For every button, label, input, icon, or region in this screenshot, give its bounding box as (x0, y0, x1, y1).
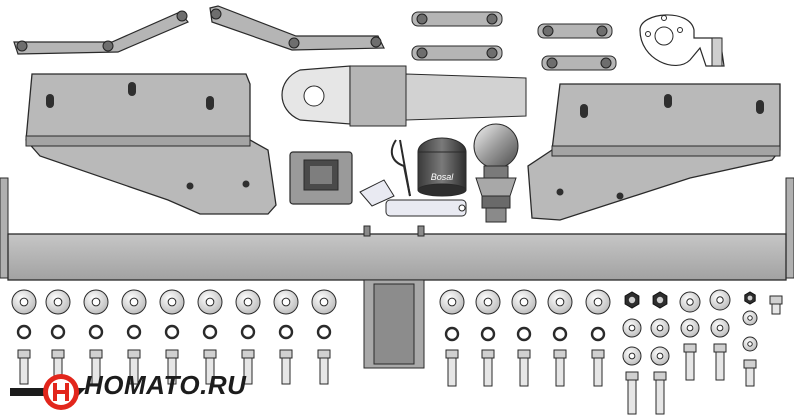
r-clip (390, 139, 411, 197)
bolt-shank (627, 379, 637, 415)
bolt-shank (771, 303, 781, 315)
strap-short-set (411, 11, 617, 71)
lock-washer (126, 324, 142, 340)
washer-hole (628, 352, 636, 360)
washer-hole (167, 297, 177, 307)
lock-washer (88, 324, 104, 340)
bolt-shank (243, 357, 253, 385)
bolt-head (769, 295, 783, 305)
bolt-shank (519, 357, 529, 387)
lock-washer (516, 326, 532, 342)
washer-hole (593, 297, 603, 307)
bolt-shank (715, 351, 725, 381)
lock-washer (50, 324, 66, 340)
bolt-shank (281, 357, 291, 385)
bolt-head (481, 349, 495, 359)
washer-hole (656, 324, 664, 332)
cap-brand-text: Bosal (431, 172, 455, 182)
washer-hole (19, 297, 29, 307)
bolt-head (51, 349, 65, 359)
bolt-head (279, 349, 293, 359)
lock-washer (202, 324, 218, 340)
washer-hole (281, 297, 291, 307)
lock-washer (552, 326, 568, 342)
bolt-head (317, 349, 331, 359)
bolt-shank (745, 367, 755, 387)
bolt-head (127, 349, 141, 359)
lock-washer (480, 326, 496, 342)
bolt-shank (593, 357, 603, 387)
lock-washer (444, 326, 460, 342)
washer-hole (519, 297, 529, 307)
tow-ball-cap: Bosal (417, 137, 467, 197)
bolt-head (625, 371, 639, 381)
bolt-head (713, 343, 727, 353)
bolt-head (17, 349, 31, 359)
washer-hole (686, 324, 694, 332)
hardware-set (11, 289, 783, 415)
socket-box (289, 151, 353, 205)
washer-hole (483, 297, 493, 307)
washer-hole (686, 298, 694, 306)
logo-brand-text: HOMATO.RU (84, 370, 247, 400)
lock-washer (16, 324, 32, 340)
bolt-head (517, 349, 531, 359)
socket-plate (639, 14, 725, 67)
lock-washer (164, 324, 180, 340)
lock-washer (278, 324, 294, 340)
lock-washer (316, 324, 332, 340)
bolt-head (203, 349, 217, 359)
washer-hole (53, 297, 63, 307)
nut-hole (747, 295, 753, 301)
bolt-head (591, 349, 605, 359)
hitch-pin (359, 179, 467, 217)
bolt-shank (167, 357, 177, 385)
bolt-shank (655, 379, 665, 415)
washer-hole (716, 324, 724, 332)
bolt-shank (91, 357, 101, 385)
washer-hole (555, 297, 565, 307)
nut-hole (656, 296, 664, 304)
washer-hole (656, 352, 664, 360)
washer-hole (747, 341, 753, 347)
side-bracket-left (25, 73, 277, 215)
washer-hole (243, 297, 253, 307)
strap-left-1 (13, 10, 189, 55)
washer-hole (205, 297, 215, 307)
tow-ball (473, 123, 519, 223)
bolt-shank (685, 351, 695, 381)
washer-hole (628, 324, 636, 332)
nut-hole (628, 296, 636, 304)
bolt-head (89, 349, 103, 359)
bolt-shank (483, 357, 493, 387)
washer-hole (91, 297, 101, 307)
bolt-shank (19, 357, 29, 385)
washer-hole (447, 297, 457, 307)
lock-washer (240, 324, 256, 340)
washer-hole (716, 296, 724, 304)
lock-washer (590, 326, 606, 342)
strap-left-2 (209, 5, 385, 51)
bolt-head (241, 349, 255, 359)
bolt-shank (319, 357, 329, 385)
bolt-head (445, 349, 459, 359)
bolt-head (653, 371, 667, 381)
washer-hole (129, 297, 139, 307)
washer-hole (747, 315, 753, 321)
bolt-shank (555, 357, 565, 387)
bolt-head (553, 349, 567, 359)
washer-hole (319, 297, 329, 307)
logo-emblem (10, 374, 86, 410)
bolt-shank (447, 357, 457, 387)
bolt-shank (205, 357, 215, 385)
bolt-head (165, 349, 179, 359)
tow-receiver (281, 65, 527, 127)
bolt-head (743, 359, 757, 369)
main-crossbeam (0, 177, 794, 369)
bolt-shank (129, 357, 139, 385)
side-bracket-right (527, 83, 781, 221)
bolt-head (683, 343, 697, 353)
